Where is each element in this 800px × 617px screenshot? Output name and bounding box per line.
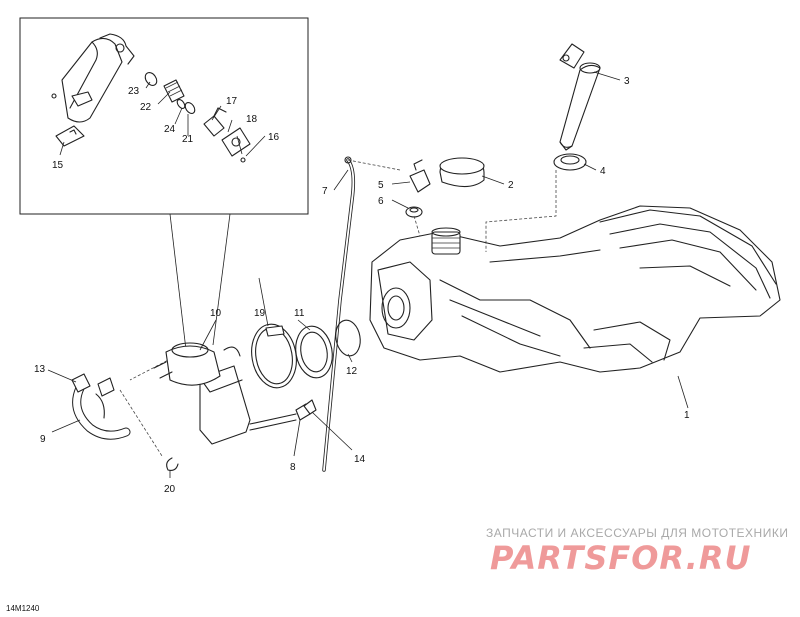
- callout-23: 23: [128, 86, 140, 97]
- fuel-level-sender: [559, 43, 601, 151]
- callout-9: 9: [40, 434, 46, 445]
- callout-12: 12: [346, 366, 358, 377]
- vent-hose: [322, 156, 356, 472]
- filter-small-parts: [144, 72, 251, 163]
- pump-filter-detail: [51, 33, 135, 147]
- callout-4: 4: [600, 166, 606, 177]
- callout-11: 11: [294, 308, 305, 319]
- callout-2: 2: [508, 180, 514, 191]
- pump-gasket: [335, 319, 361, 357]
- vent-valve: [409, 159, 431, 193]
- hose-clip: [166, 457, 179, 471]
- filler-cap: [439, 157, 485, 188]
- callout-16: 16: [268, 132, 280, 143]
- fuel-tank: [369, 205, 781, 373]
- callout-19: 19: [254, 308, 266, 319]
- svg-text:PARTSFOR.RU: PARTSFOR.RU: [490, 539, 751, 575]
- leader-lines: [47, 71, 689, 478]
- callout-20: 20: [164, 484, 176, 495]
- callout-18: 18: [246, 114, 258, 125]
- callout-21: 21: [182, 134, 194, 145]
- valve-grommet: [405, 206, 423, 218]
- callout-6: 6: [378, 196, 384, 207]
- callout-1: 1: [684, 410, 690, 421]
- callout-24: 24: [164, 124, 176, 135]
- callout-3: 3: [624, 76, 630, 87]
- fuel-pump-module: [153, 342, 297, 445]
- callout-14: 14: [354, 454, 366, 465]
- callout-15: 15: [52, 160, 64, 171]
- watermark-tagline: ЗАПЧАСТИ И АКСЕССУАРЫ ДЛЯ МОТОТЕХНИКИ: [486, 526, 789, 540]
- callout-5: 5: [378, 180, 384, 191]
- pump-clamp-ring: [251, 323, 297, 389]
- hose-fitting: [303, 399, 317, 415]
- callout-8: 8: [290, 462, 296, 473]
- callout-17: 17: [226, 96, 238, 107]
- fuel-line: [71, 373, 131, 440]
- callout-22: 22: [140, 102, 152, 113]
- sender-grommet: [553, 153, 587, 171]
- pump-lock-ring: [295, 325, 333, 379]
- callout-10: 10: [210, 308, 222, 319]
- callout-13: 13: [34, 364, 46, 375]
- detail-inset-frame: [19, 17, 309, 215]
- callout-7: 7: [322, 186, 328, 197]
- watermark-brand-logo: PARTSFOR.RU: [490, 539, 751, 575]
- diagram-reference-code: 14M1240: [6, 604, 40, 613]
